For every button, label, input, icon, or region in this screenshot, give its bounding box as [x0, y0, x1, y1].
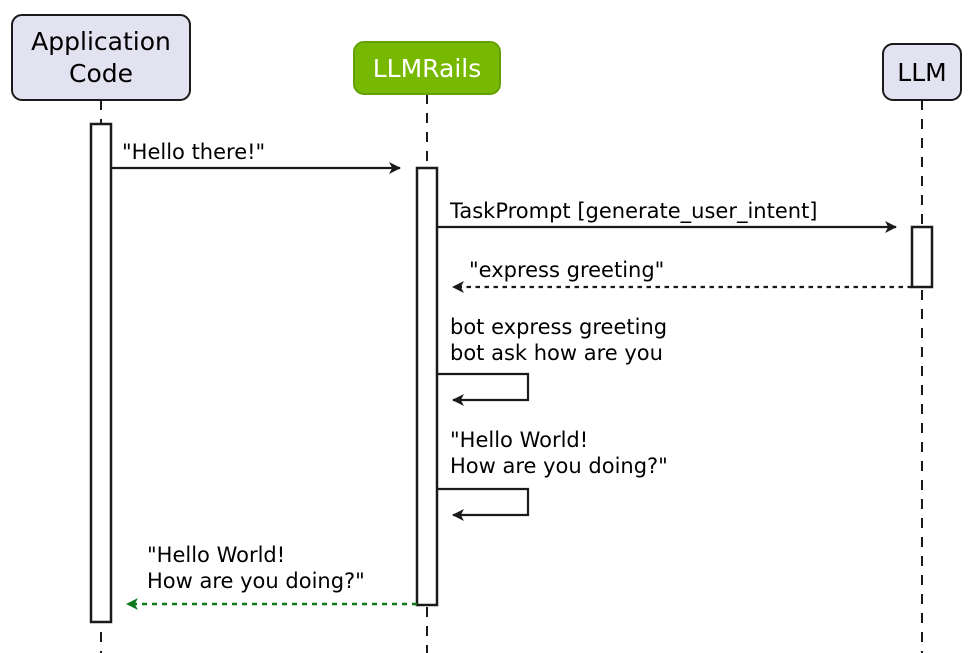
- participant-application-code[interactable]: Application Code: [11, 14, 191, 101]
- participant-application-code-label-line1: Application: [31, 27, 171, 56]
- message-bot-utterance: "Hello World! How are you doing?": [437, 428, 668, 521]
- message-bot-intents-label-line2: bot ask how are you: [450, 341, 663, 365]
- participant-llmrails-label-line1: LLMRails: [373, 54, 481, 83]
- message-final-response-label-line1: "Hello World!: [147, 543, 285, 567]
- message-bot-intents-label-line1: bot express greeting: [450, 315, 667, 339]
- message-bot-utterance-self-loop: [437, 487, 530, 521]
- participant-application-code-label-line2: Code: [69, 59, 133, 88]
- activation-bar-llm: [910, 225, 934, 289]
- message-bot-intents: bot express greeting bot ask how are you: [437, 315, 667, 406]
- message-task-prompt: TaskPrompt [generate_user_intent]: [437, 199, 897, 233]
- message-final-response: "Hello World! How are you doing?": [126, 543, 417, 610]
- participant-llm-label-line1: LLM: [897, 58, 946, 87]
- message-task-prompt-label-line1: TaskPrompt [generate_user_intent]: [449, 199, 818, 224]
- message-bot-intents-self-loop: [437, 372, 530, 406]
- message-hello-there-label-line1: "Hello there!": [122, 140, 265, 164]
- participant-llmrails-box[interactable]: [353, 41, 501, 95]
- message-express-greeting: "express greeting": [452, 258, 912, 293]
- activation-bars-group: [89, 122, 934, 624]
- activation-bar-application-code: [89, 122, 113, 624]
- message-final-response-label-line2: How are you doing?": [147, 569, 365, 593]
- participant-application-code-box[interactable]: [11, 14, 191, 101]
- activation-bar-llmrails: [415, 166, 439, 607]
- message-bot-utterance-label-line2: How are you doing?": [450, 454, 668, 478]
- participant-llm[interactable]: LLM: [882, 43, 962, 101]
- message-express-greeting-label-line1: "express greeting": [469, 258, 664, 282]
- participant-llm-box[interactable]: [882, 43, 962, 101]
- message-bot-utterance-label-line1: "Hello World!: [450, 428, 588, 452]
- message-hello-there: "Hello there!": [111, 140, 401, 174]
- participant-llmrails[interactable]: LLMRails: [353, 41, 501, 95]
